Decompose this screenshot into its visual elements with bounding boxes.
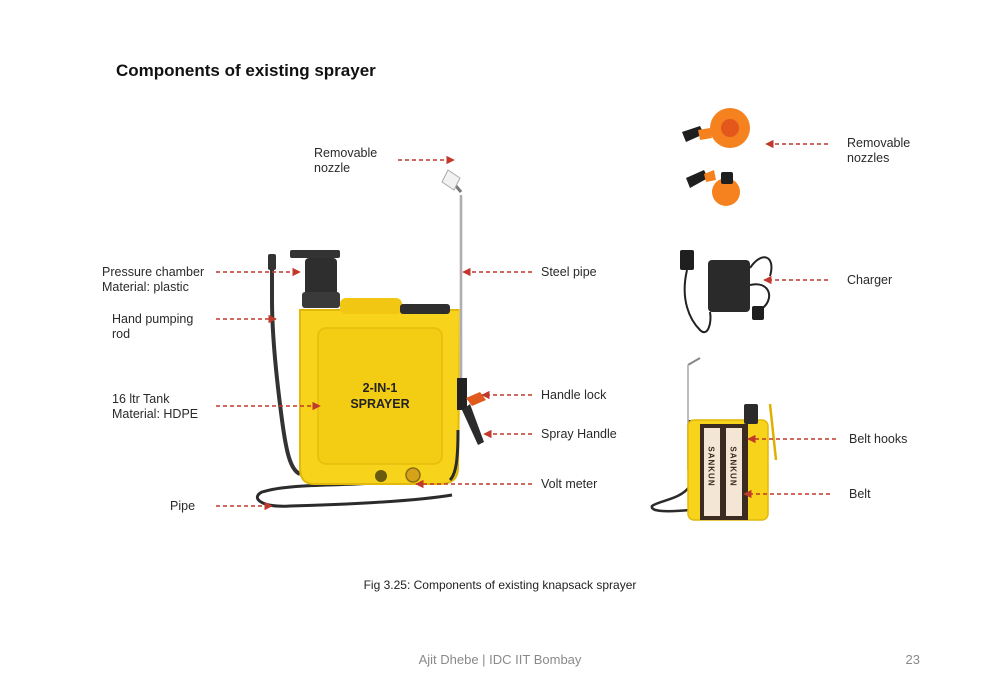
label-belt: Belt: [849, 487, 871, 501]
label-charger: Charger: [847, 273, 893, 287]
belt-sprayer-image: [650, 357, 778, 521]
page-title: Components of existing sprayer: [116, 61, 376, 80]
label-removable-nozzle: Removable nozzle: [314, 146, 378, 175]
label-pipe: Pipe: [170, 499, 196, 513]
label-pressure-chamber: Pressure chamber Material: plastic: [102, 265, 205, 294]
label-handle-lock: Handle lock: [541, 388, 607, 402]
label-spray-handle: Spray Handle: [541, 427, 617, 441]
charger-image: [680, 250, 773, 333]
tank-text-line2: SPRAYER: [350, 397, 409, 411]
label-steel-pipe: Steel pipe: [541, 265, 597, 279]
page-footer: Ajit Dhebe | IDC IIT Bombay: [418, 652, 582, 667]
label-removable-nozzles: Removable nozzles: [847, 136, 911, 165]
side-leader-lines: [743, 139, 836, 499]
tank-text-line1: 2-IN-1: [363, 381, 398, 395]
nozzles-image: [682, 108, 750, 206]
belt-text-right: SANKUN: [728, 446, 738, 487]
label-tank: 16 ltr Tank Material: HDPE: [112, 392, 199, 421]
label-hand-pumping-rod: Hand pumping rod: [112, 312, 194, 341]
figure-caption: Fig 3.25: Components of existing knapsac…: [363, 578, 637, 592]
label-volt-meter: Volt meter: [541, 477, 598, 491]
page-number: 23: [905, 652, 920, 667]
main-sprayer-image: [255, 169, 486, 508]
main-leader-lines: [216, 155, 532, 511]
label-belt-hooks: Belt hooks: [849, 432, 908, 446]
belt-text-left: SANKUN: [706, 446, 716, 487]
